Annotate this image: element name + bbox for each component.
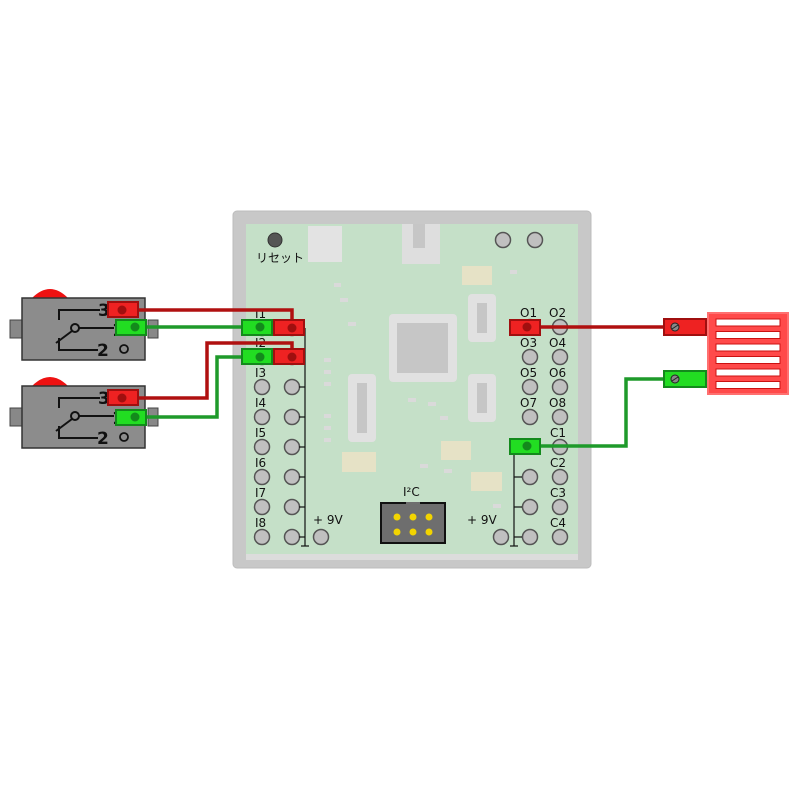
input-label: I8 (255, 516, 266, 530)
counter-label: C2 (550, 456, 566, 470)
output-pin-5[interactable] (521, 378, 539, 396)
output-label: O1 (520, 306, 537, 320)
output-pin-3[interactable] (521, 348, 539, 366)
output-label: O4 (549, 336, 566, 350)
wire-green (527, 377, 681, 448)
output-label: O5 (520, 366, 537, 380)
power-pin-right[interactable] (492, 528, 510, 546)
switch-button[interactable] (32, 377, 68, 386)
plug-green[interactable] (509, 438, 541, 455)
output-label: O7 (520, 396, 537, 410)
input-pin-7[interactable] (253, 498, 271, 516)
switch-1[interactable]: 312 (9, 289, 159, 361)
output-pin-8[interactable] (551, 408, 569, 426)
reset-label: リセット (256, 251, 304, 265)
input-label: I6 (255, 456, 266, 470)
input-ground-pin-4[interactable] (283, 408, 301, 426)
counter-label: C1 (550, 426, 566, 440)
resistor-heater[interactable] (707, 312, 789, 395)
output-label: O8 (549, 396, 566, 410)
terminal-label: 3 (98, 389, 110, 409)
plug-red[interactable] (663, 318, 707, 336)
switch-button[interactable] (32, 289, 68, 298)
plug-red[interactable] (273, 348, 305, 365)
input-ground-pin-7[interactable] (283, 498, 301, 516)
reset-button[interactable] (267, 232, 283, 248)
input-ground-pin-3[interactable] (283, 378, 301, 396)
input-pin-3[interactable] (253, 378, 271, 396)
input-pin-4[interactable] (253, 408, 271, 426)
terminal-label: 2 (97, 429, 109, 449)
left-power-label: + 9V (313, 513, 344, 527)
input-pin-6[interactable] (253, 468, 271, 486)
plug-green[interactable] (115, 409, 147, 426)
counter-ground-pin-2[interactable] (521, 468, 539, 486)
board-pin (526, 231, 544, 249)
input-ground-pin-8[interactable] (283, 528, 301, 546)
input-label: I5 (255, 426, 266, 440)
counter-ground-pin-3[interactable] (521, 498, 539, 516)
i2c-connector[interactable] (380, 502, 446, 544)
input-label: I4 (255, 396, 266, 410)
output-pin-7[interactable] (521, 408, 539, 426)
input-label: I3 (255, 366, 266, 380)
input-pin-8[interactable] (253, 528, 271, 546)
output-label: O6 (549, 366, 566, 380)
board-pin (494, 231, 512, 249)
plug-red[interactable] (107, 389, 139, 406)
power-pin-left[interactable] (312, 528, 330, 546)
wire-green (135, 355, 260, 419)
right-power-label: + 9V (467, 513, 498, 527)
counter-ground-pin-4[interactable] (521, 528, 539, 546)
plug-red[interactable] (509, 319, 541, 336)
plug-green[interactable] (241, 319, 273, 336)
counter-label: C3 (550, 486, 566, 500)
terminal-label: 2 (97, 341, 109, 361)
output-pin-4[interactable] (551, 348, 569, 366)
plug-green[interactable] (663, 370, 707, 388)
output-label: O3 (520, 336, 537, 350)
terminal-label: 3 (98, 301, 110, 321)
plug-red[interactable] (273, 319, 305, 336)
input-pin-5[interactable] (253, 438, 271, 456)
counter-pin-4[interactable] (551, 528, 569, 546)
input-label: I1 (255, 307, 266, 321)
plug-green[interactable] (241, 348, 273, 365)
counter-pin-3[interactable] (551, 498, 569, 516)
wire-red (122, 341, 294, 400)
counter-pin-2[interactable] (551, 468, 569, 486)
output-pin-6[interactable] (551, 378, 569, 396)
input-ground-pin-6[interactable] (283, 468, 301, 486)
input-label: I7 (255, 486, 266, 500)
input-ground-pin-5[interactable] (283, 438, 301, 456)
plug-green[interactable] (115, 319, 147, 336)
output-label: O2 (549, 306, 566, 320)
i2c-label: I²C (403, 485, 420, 499)
counter-label: C4 (550, 516, 566, 530)
plug-red[interactable] (107, 301, 139, 318)
